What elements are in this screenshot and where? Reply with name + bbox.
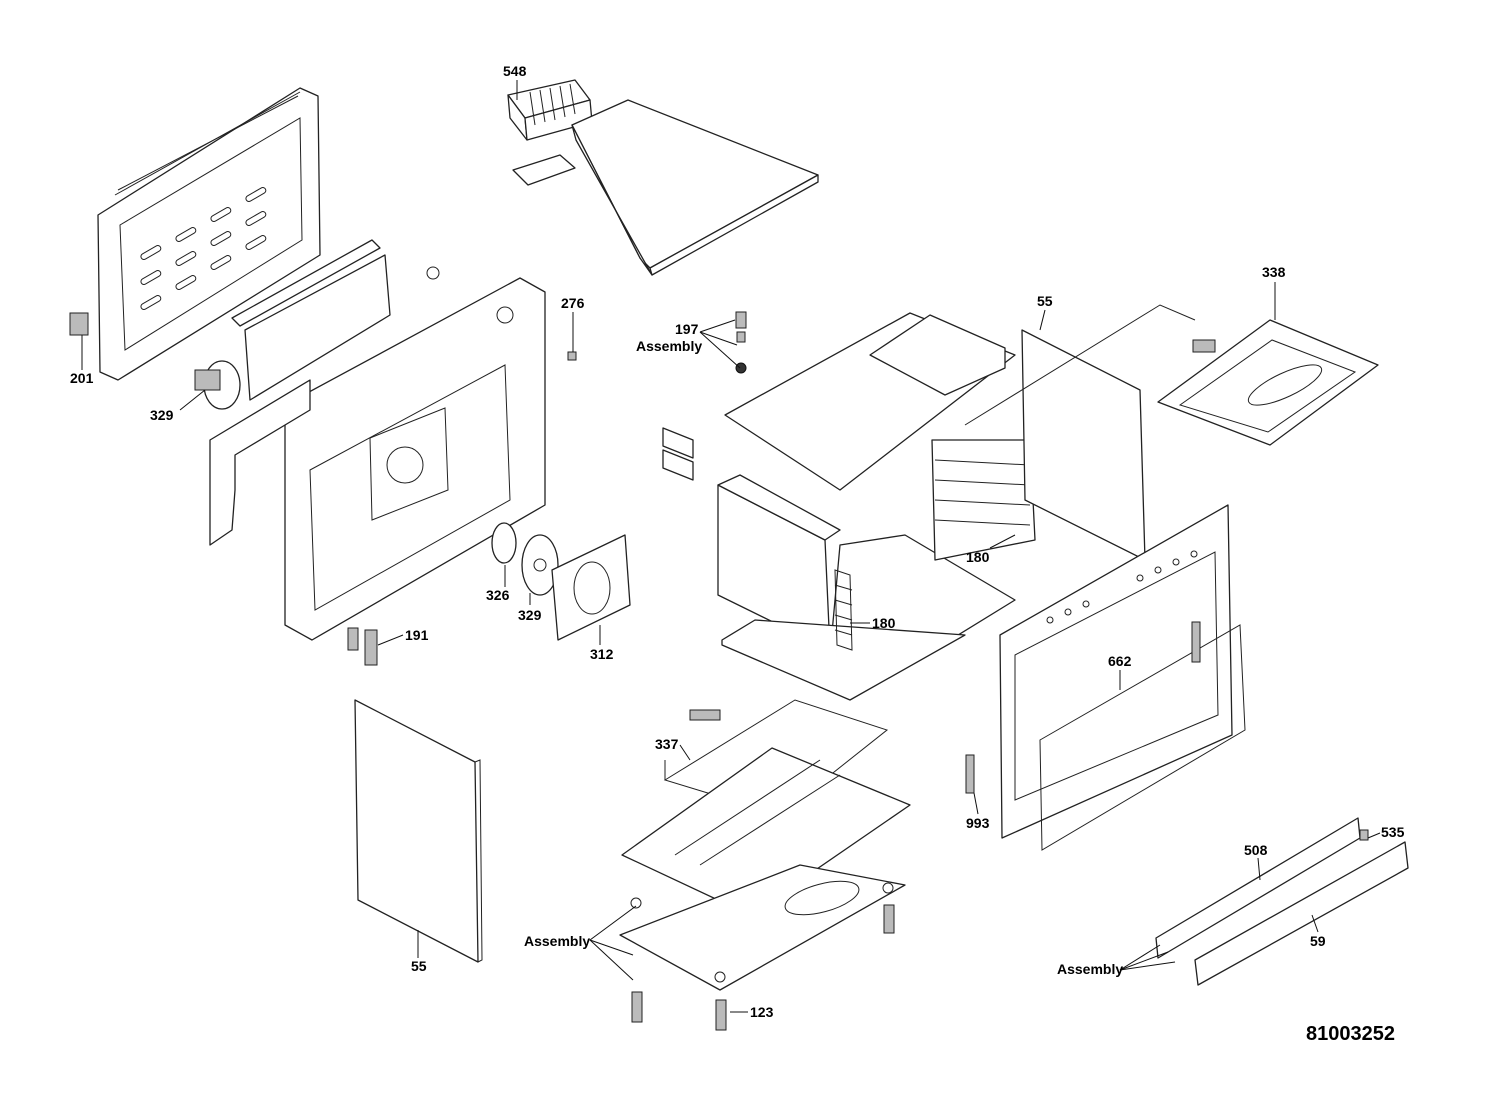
leader-lines	[81, 80, 1381, 1013]
callout-assembly-left: Assembly	[524, 933, 590, 949]
callout-123: 123	[750, 1004, 774, 1020]
callout-312: 312	[590, 646, 614, 662]
callout-labels: 548 201 329 276 197 Assembly 55 338 180 …	[70, 63, 1405, 1020]
fan-motor-329	[194, 360, 241, 410]
callout-276: 276	[561, 295, 585, 311]
callout-338: 338	[1262, 264, 1286, 280]
oven-cavity	[717, 474, 1016, 656]
front-frame-662	[999, 504, 1233, 839]
fan-ring-326	[491, 522, 517, 564]
side-panel-55-left	[354, 699, 483, 963]
callout-329-motor: 329	[150, 407, 174, 423]
back-panel	[97, 87, 321, 381]
grill-element-338	[1157, 319, 1379, 446]
shelf-rack-180-right	[931, 439, 1036, 561]
trim-strip-59	[1194, 841, 1409, 986]
callout-548: 548	[503, 63, 527, 79]
drawing-number: 81003252	[1306, 1023, 1395, 1045]
door-seal	[1039, 624, 1246, 851]
callout-59: 59	[1310, 933, 1326, 949]
rear-insulation	[231, 239, 440, 401]
callout-337: 337	[655, 736, 679, 752]
oven-cavity-back	[284, 277, 546, 641]
callout-180-left: 180	[872, 615, 896, 631]
assembly-197-parts	[735, 311, 747, 374]
fan-motor-548	[507, 79, 593, 186]
bracket-993	[965, 754, 975, 794]
callout-assembly-right: Assembly	[1057, 961, 1123, 977]
callout-201: 201	[70, 370, 94, 386]
callout-197: 197	[675, 321, 699, 337]
oven-top-panel	[724, 312, 1016, 491]
switch-201	[69, 312, 89, 336]
shelf-rack-180-left	[834, 569, 853, 651]
callout-508: 508	[1244, 842, 1268, 858]
callout-662: 662	[1108, 653, 1132, 669]
top-cover	[571, 99, 819, 276]
callout-197-assembly: Assembly	[636, 338, 702, 354]
callout-535: 535	[1381, 824, 1405, 840]
bracket-upper	[1191, 621, 1201, 663]
bottom-tray	[621, 747, 911, 916]
fan-blade-329	[521, 534, 559, 596]
oven-base-plate	[721, 619, 966, 701]
callout-329-blade: 329	[518, 607, 542, 623]
clip-535	[1359, 829, 1369, 841]
base-plate	[619, 864, 906, 991]
hinge-191	[347, 627, 378, 666]
callout-55-top: 55	[1037, 293, 1053, 309]
hinge-brackets	[662, 427, 694, 481]
callout-326: 326	[486, 587, 510, 603]
callout-180-right: 180	[966, 549, 990, 565]
side-panel-left	[209, 379, 311, 546]
clip-276	[567, 351, 577, 361]
fan-cover-312	[551, 534, 631, 641]
feet-123	[631, 904, 895, 1031]
callout-55-bottom: 55	[411, 958, 427, 974]
callout-993: 993	[966, 815, 990, 831]
callout-191: 191	[405, 627, 429, 643]
